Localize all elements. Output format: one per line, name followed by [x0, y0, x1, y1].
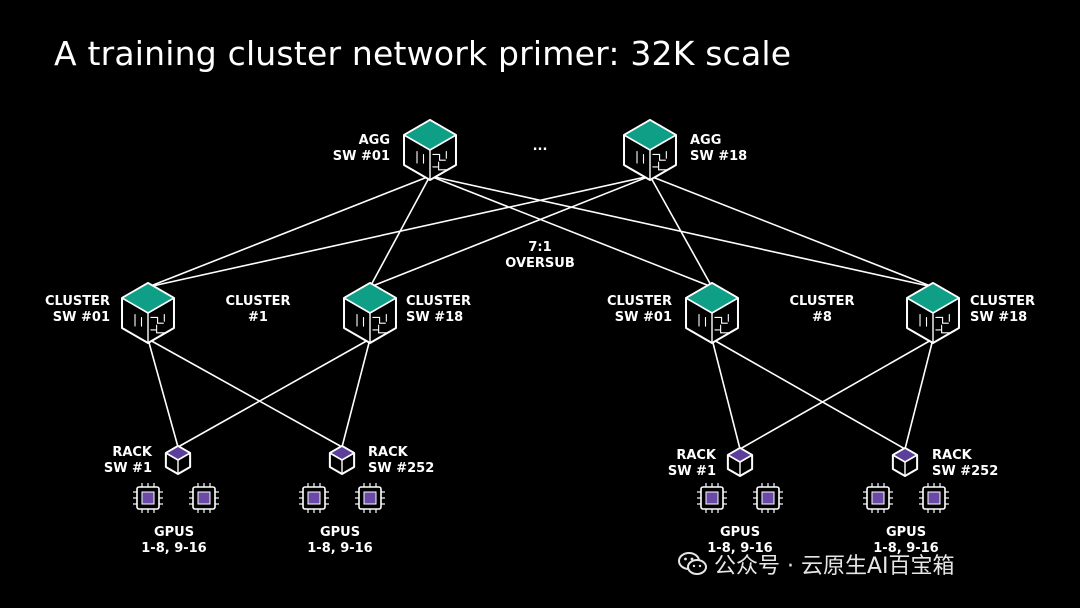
- cluster8-rack-252-gpus-line1: GPUS: [885, 525, 927, 540]
- gpu-chip-icon: [863, 483, 893, 513]
- gpu-chip-icon: [355, 483, 385, 513]
- cluster1-rack-252-label: RACK SW #252: [368, 445, 438, 477]
- cluster1-switch-01-label: CLUSTER SW #01: [30, 294, 110, 326]
- cluster1-rack-252-icon: [328, 445, 356, 475]
- cluster1-rack-252-label-line2: SW #252: [368, 461, 435, 476]
- agg-switch-18-label: AGG SW #18: [690, 133, 760, 165]
- cluster8-name-label: CLUSTER #8: [782, 294, 862, 326]
- agg-0-to-cluster-2-link: [429, 175, 713, 288]
- cluster1-rack-1-gpus-label: GPUS 1-8, 9-16: [126, 525, 222, 557]
- cluster8-switch-18-label: CLUSTER SW #18: [970, 294, 1060, 326]
- cluster8-rack-1-gpus-line2: 1-8, 9-16: [707, 541, 773, 556]
- cluster1-switch-18-label-line1: CLUSTER: [406, 294, 472, 309]
- cluster8-name-line2: #8: [812, 310, 832, 325]
- cluster8-rack-252-label: RACK SW #252: [932, 448, 1002, 480]
- agg-1-to-cluster-2-link: [649, 175, 713, 288]
- cluster1-rack-1-gpus-line1: GPUS: [153, 525, 195, 540]
- cluster1-rack-252-gpus-line1: GPUS: [319, 525, 361, 540]
- cluster1-rack-252-gpus-label: GPUS 1-8, 9-16: [292, 525, 388, 557]
- cluster8-rack-1-label-line1: RACK: [676, 448, 716, 463]
- oversubscription-text: OVERSUB: [505, 256, 575, 271]
- cluster-1-sw-1-to-rack-0-link: [739, 338, 934, 450]
- watermark-text: 公众号 · 云原生AI百宝箱: [714, 554, 955, 579]
- wechat-icon: [678, 552, 707, 575]
- cluster1-rack-1-label-line1: RACK: [112, 445, 152, 460]
- cluster1-switch-18-label: CLUSTER SW #18: [406, 294, 486, 326]
- cluster1-switch-01-icon: [121, 282, 175, 344]
- cluster-1-sw-0-to-rack-0-link: [711, 338, 741, 450]
- cluster8-rack-252-label-line1: RACK: [932, 448, 972, 463]
- gpu-chip-icon: [753, 483, 783, 513]
- cluster8-rack-252-gpus-label: GPUS 1-8, 9-16: [858, 525, 954, 557]
- cluster8-switch-18-icon: [906, 282, 960, 344]
- cluster1-rack-1-label-line2: SW #1: [103, 461, 152, 476]
- cluster-0-sw-1-to-rack-0-link: [177, 338, 371, 448]
- cluster8-rack-252-gpus-line2: 1-8, 9-16: [873, 541, 939, 556]
- cluster8-switch-18-label-line1: CLUSTER: [970, 294, 1036, 309]
- cluster8-name-line1: CLUSTER: [789, 294, 855, 309]
- cluster8-switch-01-label: CLUSTER SW #01: [592, 294, 672, 326]
- cluster1-name-line1: CLUSTER: [225, 294, 291, 309]
- agg-1-to-cluster-0-link: [147, 175, 651, 288]
- agg-1-to-cluster-3-link: [649, 175, 934, 288]
- agg-switch-18-icon: [623, 119, 677, 181]
- cluster1-switch-18-label-line2: SW #18: [406, 310, 464, 325]
- cluster1-rack-252-label-line1: RACK: [368, 445, 408, 460]
- cluster8-rack-252-icon: [891, 447, 919, 477]
- cluster8-switch-01-label-line1: CLUSTER: [606, 294, 672, 309]
- slide-title: A training cluster network primer: 32K s…: [54, 34, 792, 73]
- gpu-chip-icon: [697, 483, 727, 513]
- cluster8-rack-1-label: RACK SW #1: [654, 448, 716, 480]
- agg-1-to-cluster-1-link: [369, 175, 651, 288]
- network-links: [147, 175, 934, 450]
- agg-switch-01-label-line2: SW #01: [332, 149, 390, 164]
- cluster-0-sw-0-to-rack-1-link: [147, 338, 343, 448]
- agg-switch-01-icon: [403, 119, 457, 181]
- cluster1-name-label: CLUSTER #1: [218, 294, 298, 326]
- cluster1-rack-1-icon: [164, 445, 192, 475]
- cluster1-rack-252-gpus-line2: 1-8, 9-16: [307, 541, 373, 556]
- cluster8-rack-1-gpus-label: GPUS 1-8, 9-16: [692, 525, 788, 557]
- gpu-chip-icon: [189, 483, 219, 513]
- cluster-1-sw-0-to-rack-1-link: [711, 338, 906, 450]
- agg-switch-01-label: AGG SW #01: [330, 133, 390, 165]
- cluster8-rack-1-icon: [726, 447, 754, 477]
- cluster1-switch-01-label-line2: SW #01: [52, 310, 110, 325]
- cluster1-rack-1-label: RACK SW #1: [90, 445, 152, 477]
- cluster1-rack-1-gpus-line2: 1-8, 9-16: [141, 541, 207, 556]
- gpu-chip-icon: [919, 483, 949, 513]
- cluster-0-sw-1-to-rack-1-link: [341, 338, 371, 448]
- oversubscription-label: 7:1 OVERSUB: [495, 240, 585, 272]
- cluster8-switch-18-label-line2: SW #18: [970, 310, 1028, 325]
- gpu-chip-icon: [133, 483, 163, 513]
- cluster1-switch-18-icon: [343, 282, 397, 344]
- cluster8-switch-01-icon: [685, 282, 739, 344]
- cluster1-name-line2: #1: [248, 310, 268, 325]
- cluster8-rack-1-label-line2: SW #1: [667, 464, 716, 479]
- network-nodes: [121, 119, 960, 513]
- cluster8-switch-01-label-line2: SW #01: [614, 310, 672, 325]
- cluster1-switch-01-label-line1: CLUSTER: [44, 294, 110, 309]
- cluster8-rack-1-gpus-line1: GPUS: [719, 525, 761, 540]
- cluster8-rack-252-label-line2: SW #252: [932, 464, 999, 479]
- agg-ellipsis: ...: [532, 139, 548, 154]
- cluster-1-sw-1-to-rack-1-link: [904, 338, 934, 450]
- gpu-chip-icon: [299, 483, 329, 513]
- agg-switch-01-label-line1: AGG: [358, 133, 390, 148]
- oversubscription-ratio: 7:1: [528, 240, 552, 255]
- agg-switch-18-label-line1: AGG: [690, 133, 722, 148]
- agg-switch-18-label-line2: SW #18: [690, 149, 748, 164]
- agg-0-to-cluster-0-link: [147, 175, 431, 288]
- cluster-0-sw-0-to-rack-0-link: [147, 338, 179, 448]
